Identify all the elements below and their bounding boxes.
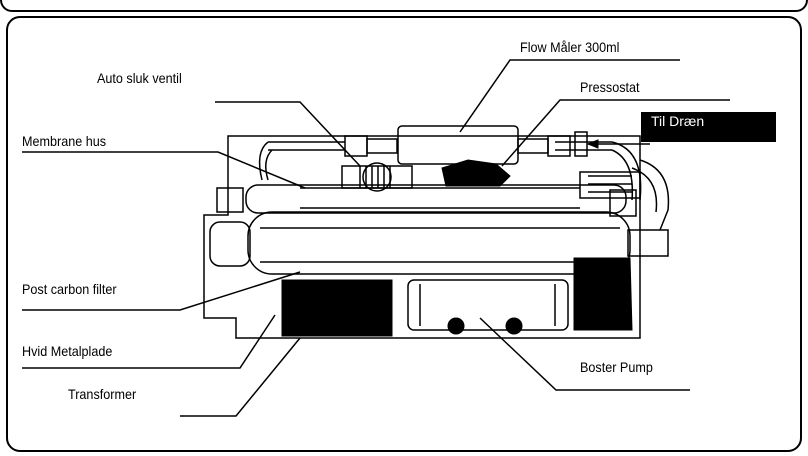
pump-foot-left: [447, 317, 465, 335]
left-fitting: [216, 187, 244, 213]
left-cap: [209, 221, 251, 267]
label-membrane-housing: Membrane hus: [22, 133, 107, 149]
right-fitting-top: [609, 189, 637, 217]
membrane-housing: [245, 184, 627, 214]
top-tube: [268, 141, 612, 151]
label-auto-shut-valve: Auto sluk ventil: [97, 70, 182, 86]
transformer: [281, 279, 393, 337]
til-draen-text: Til Dræn: [651, 113, 705, 129]
pressostat-body: [441, 159, 511, 187]
auto-valve-grill: [359, 166, 391, 188]
label-pressostat: Pressostat: [580, 79, 640, 95]
label-booster-pump: Boster Pump: [580, 359, 653, 375]
label-flow-meter: Flow Måler 300ml: [520, 39, 620, 55]
metal-plate: [203, 135, 641, 339]
post-carbon-filter: [247, 211, 631, 275]
gauge-box: [579, 171, 641, 199]
label-white-metal-plate: Hvid Metalplade: [22, 343, 113, 359]
fitting-left-b: [366, 138, 398, 154]
arrow-til-draen: [586, 139, 599, 149]
booster-pump: [407, 279, 569, 331]
flow-meter: [397, 125, 519, 165]
top-tube-curve: [258, 141, 273, 181]
label-post-carbon-filter: Post carbon filter: [22, 281, 117, 297]
pump-foot-right: [505, 317, 523, 335]
label-til-draen: Til Dræn: [641, 112, 776, 142]
auto-valve-dial: [362, 162, 392, 192]
fitting-right-b: [517, 138, 549, 154]
right-hose: [631, 159, 670, 231]
pump-motor: [573, 257, 633, 331]
right-fitting-bottom: [627, 229, 669, 257]
diagram-frame: [6, 16, 802, 452]
fitting-right-a: [547, 135, 571, 157]
label-transformer: Transformer: [68, 386, 137, 402]
